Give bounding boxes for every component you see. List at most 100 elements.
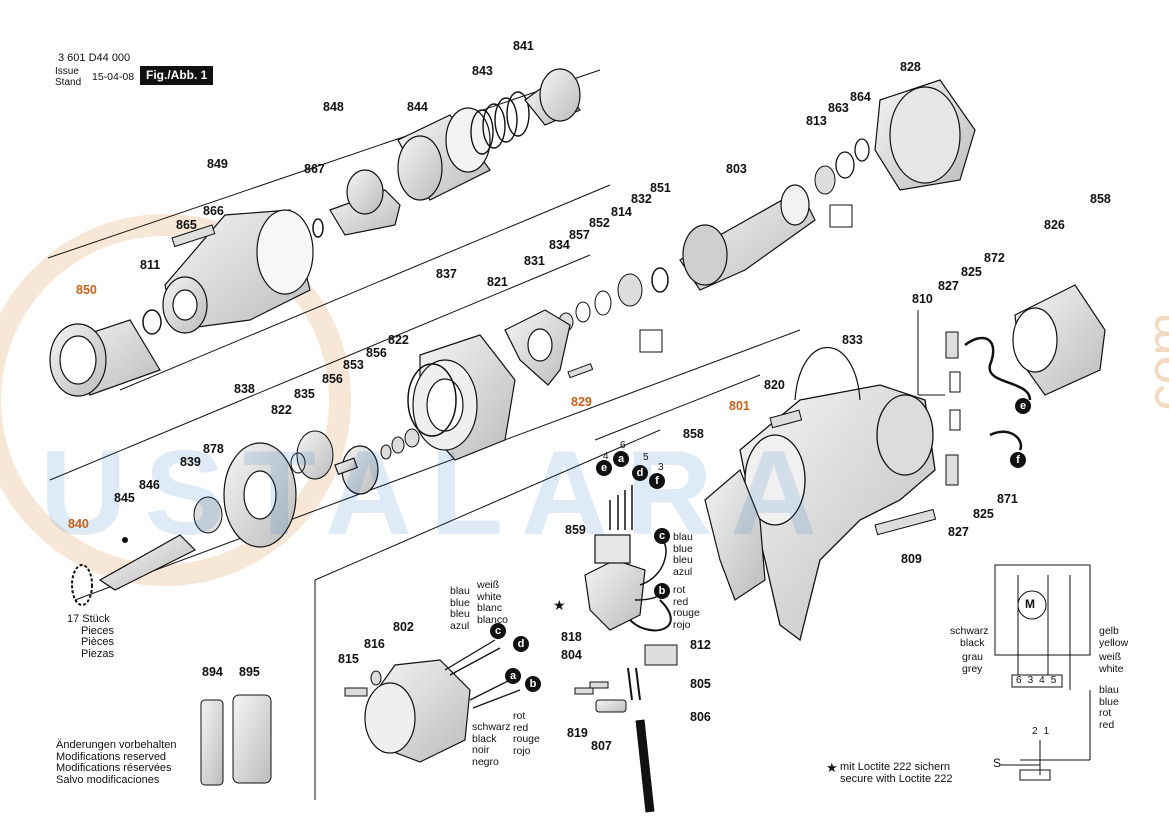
badge-a: a [613,451,629,467]
part-number-843: 843 [472,64,493,78]
issue-label: Issue [55,66,79,77]
part-number-850: 850 [76,283,97,297]
part-number-858-a: 858 [1090,192,1111,206]
star-icon-note: ★ [826,760,838,775]
part-number-835: 835 [294,387,315,401]
part-827-brushes [945,331,961,486]
part-number-807: 807 [591,739,612,753]
part-number-832: 832 [631,192,652,206]
part-856-washers [380,428,420,460]
part-number-863: 863 [828,101,849,115]
quantity-note: 17 Stück Pieces Pièces Piezas [67,613,115,660]
part-826-cover [1012,284,1106,396]
badge-d-stator: d [513,636,529,652]
part-804-switch [584,534,646,631]
part-number-845: 845 [114,491,135,505]
part-number-806: 806 [690,710,711,724]
figure-label: Fig./Abb. 1 [140,66,214,85]
schematic-terminals: 6345 [1016,675,1063,686]
part-806-cable [635,719,655,813]
part-843-spring [470,91,530,155]
part-number-809: 809 [901,552,922,566]
part-829-spring [567,363,594,379]
part-number-828: 828 [900,60,921,74]
part-number-826: 826 [1044,218,1065,232]
part-841-spindle [524,68,581,126]
part-851-ring [651,267,669,293]
part-number-805: 805 [690,677,711,691]
part-number-804: 804 [561,648,582,662]
part-819-screws [574,681,609,695]
part-number-856: 856 [366,346,387,360]
badge-f: f [649,473,665,489]
part-number-858-b: 858 [683,427,704,441]
badge-b: b [654,583,670,599]
part-number-831: 831 [524,254,545,268]
part-number-878: 878 [203,442,224,456]
part-837-flange [412,334,516,461]
part-872-wire [964,336,1032,401]
part-805-cable-ends [627,667,641,701]
part-844-hammer [397,107,491,201]
part-number-841: 841 [513,39,534,53]
part-849-gear-housing [162,209,314,334]
part-number-838: 838 [234,382,255,396]
part-number-866: 866 [203,204,224,218]
part-895-can [232,694,272,784]
part-number-820: 820 [764,378,785,392]
part-894-tube [200,699,224,786]
watermark-text: USTALARA [40,426,836,560]
part-801-motor-housing [739,384,936,642]
document-number: 3 601 D44 000 [58,52,131,64]
part-number-849: 849 [207,157,228,171]
part-852-washer [575,301,591,323]
part-number-846: 846 [139,478,160,492]
part-number-864: 864 [850,90,871,104]
schematic-supply-label: S [993,756,1002,770]
issue-date: 15-04-08 [92,71,135,83]
part-846-shaft [98,534,197,591]
part-831-plate [504,309,571,386]
switch-red-wire [629,599,672,632]
part-number-872: 872 [984,251,1005,265]
part-number-818: 818 [561,630,582,644]
part-number-837: 837 [436,267,457,281]
part-871-wire [989,430,1023,451]
part-813-bearing [814,165,836,195]
part-number-895: 895 [239,665,260,679]
part-811-oring [142,309,162,335]
part-number-851: 851 [650,181,671,195]
part-number-859: 859 [565,523,586,537]
part-835-gear [296,430,334,480]
part-865-screw [171,224,216,248]
part-number-802: 802 [393,620,414,634]
part-number-812: 812 [690,638,711,652]
part-number-822-b: 822 [271,403,292,417]
part-number-829: 829 [571,395,592,409]
part-number-803: 803 [726,162,747,176]
wiring-schematic [994,564,1091,781]
part-820-label [769,409,803,429]
part-809-label [874,508,937,536]
part-number-865: 865 [176,218,197,232]
part-number-834: 834 [549,238,570,252]
part-number-856-b: 856 [322,372,343,386]
part-number-814: 814 [611,205,632,219]
part-815-816-screws [344,670,382,697]
part-803-armature [679,184,816,291]
schematic-motor-label: M [1025,597,1035,611]
badge-c-stator: c [490,623,506,639]
part-number-871: 871 [997,492,1018,506]
part-number-848: 848 [323,100,344,114]
part-845-ball [122,537,128,543]
part-number-840: 840 [68,517,89,531]
watermark-suffix: .com [1137,312,1169,425]
part-number-894: 894 [202,665,223,679]
